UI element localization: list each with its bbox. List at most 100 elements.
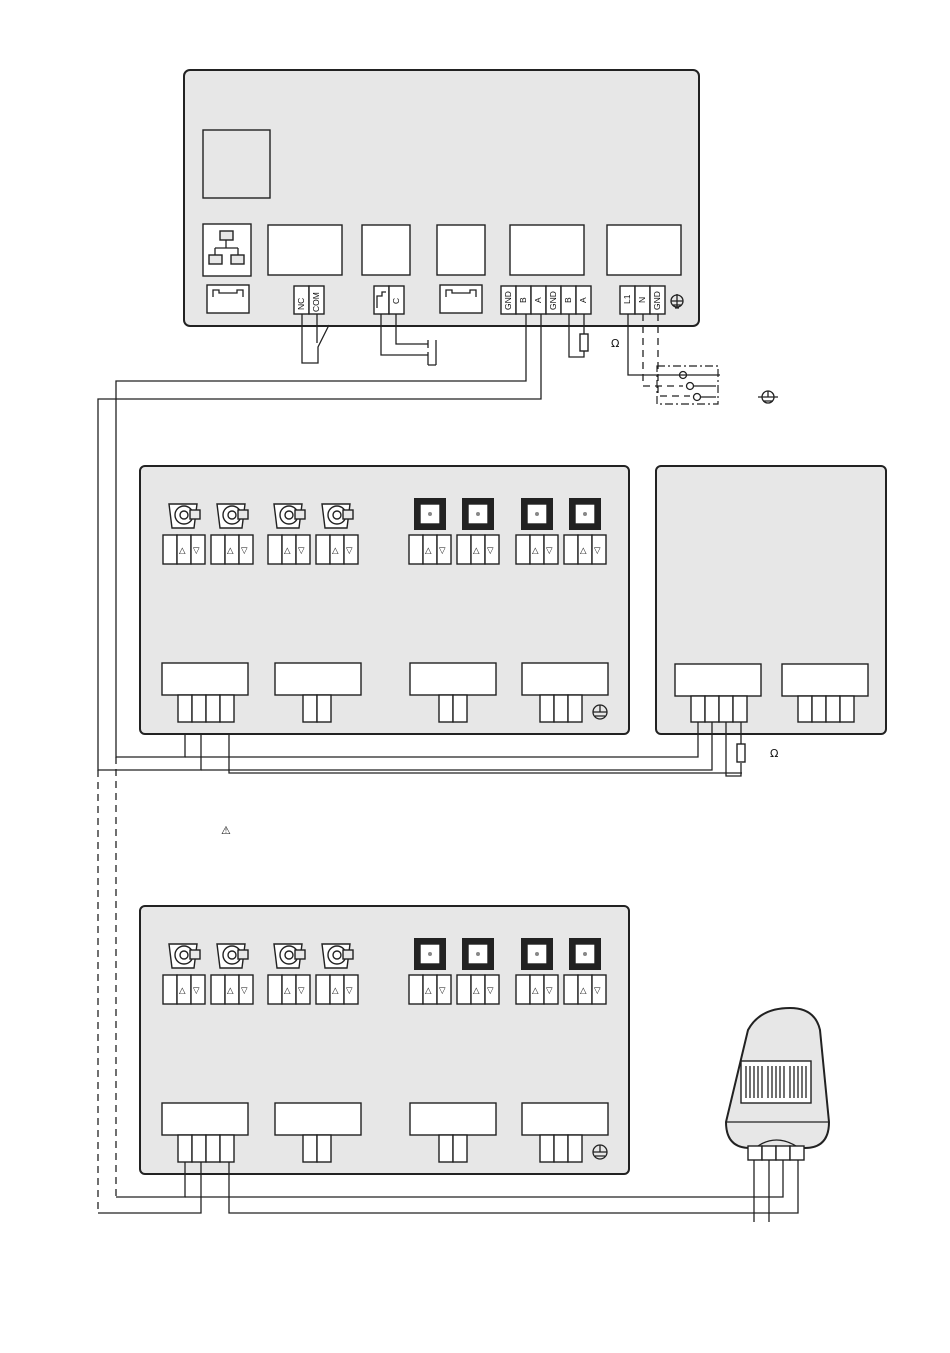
valve-terminal: △▽ (211, 535, 253, 564)
close-arrow-icon: ▽ (193, 545, 200, 555)
open-arrow-icon: △ (580, 545, 587, 555)
connector-pin (439, 1135, 453, 1162)
open-arrow-icon: △ (179, 545, 186, 555)
connector-pin (206, 695, 220, 722)
valve-terminal: △▽ (211, 975, 253, 1004)
bus-module-cover (510, 225, 584, 275)
valve-terminal: △▽ (564, 975, 606, 1004)
connector-housing (162, 663, 248, 695)
valve-terminal: △▽ (268, 975, 310, 1004)
connector-pin (568, 695, 582, 722)
bus-terminal-1: GND B A (501, 286, 546, 314)
ohm-label-1: Ω (611, 337, 619, 350)
power-terminal: L1 N GND (620, 286, 665, 314)
connector-pin (439, 695, 453, 722)
close-arrow-icon: ▽ (346, 545, 353, 555)
close-arrow-icon: ▽ (594, 985, 601, 995)
open-arrow-icon: △ (532, 985, 539, 995)
valve-terminal: △▽ (516, 535, 558, 564)
valve-terminal: △▽ (457, 535, 499, 564)
power-l1-label: L1 (622, 294, 632, 304)
earth-ground-icon-2 (758, 391, 778, 403)
close-arrow-icon: ▽ (241, 985, 248, 995)
input-terminal: C (374, 286, 404, 314)
open-arrow-icon: △ (284, 545, 291, 555)
bus1-a-label: A (533, 297, 543, 303)
connector-pin (303, 695, 317, 722)
relay-terminal: NC COM (294, 286, 324, 314)
earth-ground-icon (671, 294, 683, 308)
bus1-gnd-label: GND (503, 291, 513, 310)
close-arrow-icon: ▽ (298, 985, 305, 995)
connector-pin (453, 1135, 467, 1162)
connector-pin (192, 1135, 206, 1162)
connector-pin (220, 1135, 234, 1162)
open-arrow-icon: △ (473, 545, 480, 555)
bus2-a-label: A (578, 297, 588, 303)
connector-pin (178, 695, 192, 722)
warning-icon: ⚠ (221, 824, 231, 837)
connector-housing (162, 1103, 248, 1135)
network-icon (203, 224, 251, 276)
open-arrow-icon: △ (425, 985, 432, 995)
port-module-cover (437, 225, 485, 275)
close-arrow-icon: ▽ (487, 985, 494, 995)
open-arrow-icon: △ (227, 545, 234, 555)
open-arrow-icon: △ (284, 985, 291, 995)
relay-module-cover (268, 225, 342, 275)
close-arrow-icon: ▽ (594, 545, 601, 555)
connector-pin (206, 1135, 220, 1162)
extension-module (656, 466, 886, 734)
connector-housing (410, 1103, 496, 1135)
open-arrow-icon: △ (473, 985, 480, 995)
bus1-b-label: B (518, 297, 528, 303)
connector-pin (540, 695, 554, 722)
bus2-b-label: B (563, 297, 573, 303)
power-gnd-label: GND (652, 291, 662, 310)
connector-pin (317, 1135, 331, 1162)
connector-pin (192, 695, 206, 722)
display-area (203, 130, 270, 198)
valve-terminal: △▽ (564, 535, 606, 564)
input-module-cover (362, 225, 410, 275)
bus-terminal-2: GND B A (546, 286, 591, 314)
connector-pin (568, 1135, 582, 1162)
bus2-gnd-label: GND (548, 291, 558, 310)
valve-terminal: △▽ (316, 535, 358, 564)
open-arrow-icon: △ (580, 985, 587, 995)
connector-housing (275, 1103, 361, 1135)
output-socket-icon (462, 938, 494, 970)
open-arrow-icon: △ (179, 985, 186, 995)
input-c-label: C (391, 298, 401, 304)
power-n-label: N (637, 297, 647, 303)
connector-pin (317, 695, 331, 722)
valve-terminal: △▽ (457, 975, 499, 1004)
output-socket-icon (414, 498, 446, 530)
valve-terminal: △▽ (163, 535, 205, 564)
close-arrow-icon: ▽ (346, 985, 353, 995)
open-arrow-icon: △ (332, 545, 339, 555)
output-socket-icon (521, 498, 553, 530)
valve-module-2: △▽△▽△▽△▽△▽△▽△▽△▽ (140, 906, 629, 1174)
valve-terminal: △▽ (316, 975, 358, 1004)
power-supply-wiring (628, 314, 720, 404)
ohm-label-2: Ω (770, 747, 778, 760)
close-arrow-icon: ▽ (193, 985, 200, 995)
connector-housing (275, 663, 361, 695)
valve-module-1: △▽△▽△▽△▽△▽△▽△▽△▽ (140, 466, 629, 734)
close-arrow-icon: ▽ (241, 545, 248, 555)
close-arrow-icon: ▽ (298, 545, 305, 555)
connector-pin (178, 1135, 192, 1162)
rj45-port-icon-2 (440, 285, 482, 313)
close-arrow-icon: ▽ (439, 545, 446, 555)
output-socket-icon (462, 498, 494, 530)
valve-terminal: △▽ (163, 975, 205, 1004)
close-arrow-icon: ▽ (546, 985, 553, 995)
valve-terminal: △▽ (409, 975, 451, 1004)
connector-pin (554, 695, 568, 722)
rj45-port-icon (207, 285, 249, 313)
connector-housing (410, 663, 496, 695)
output-socket-icon (569, 938, 601, 970)
output-socket-icon (521, 938, 553, 970)
